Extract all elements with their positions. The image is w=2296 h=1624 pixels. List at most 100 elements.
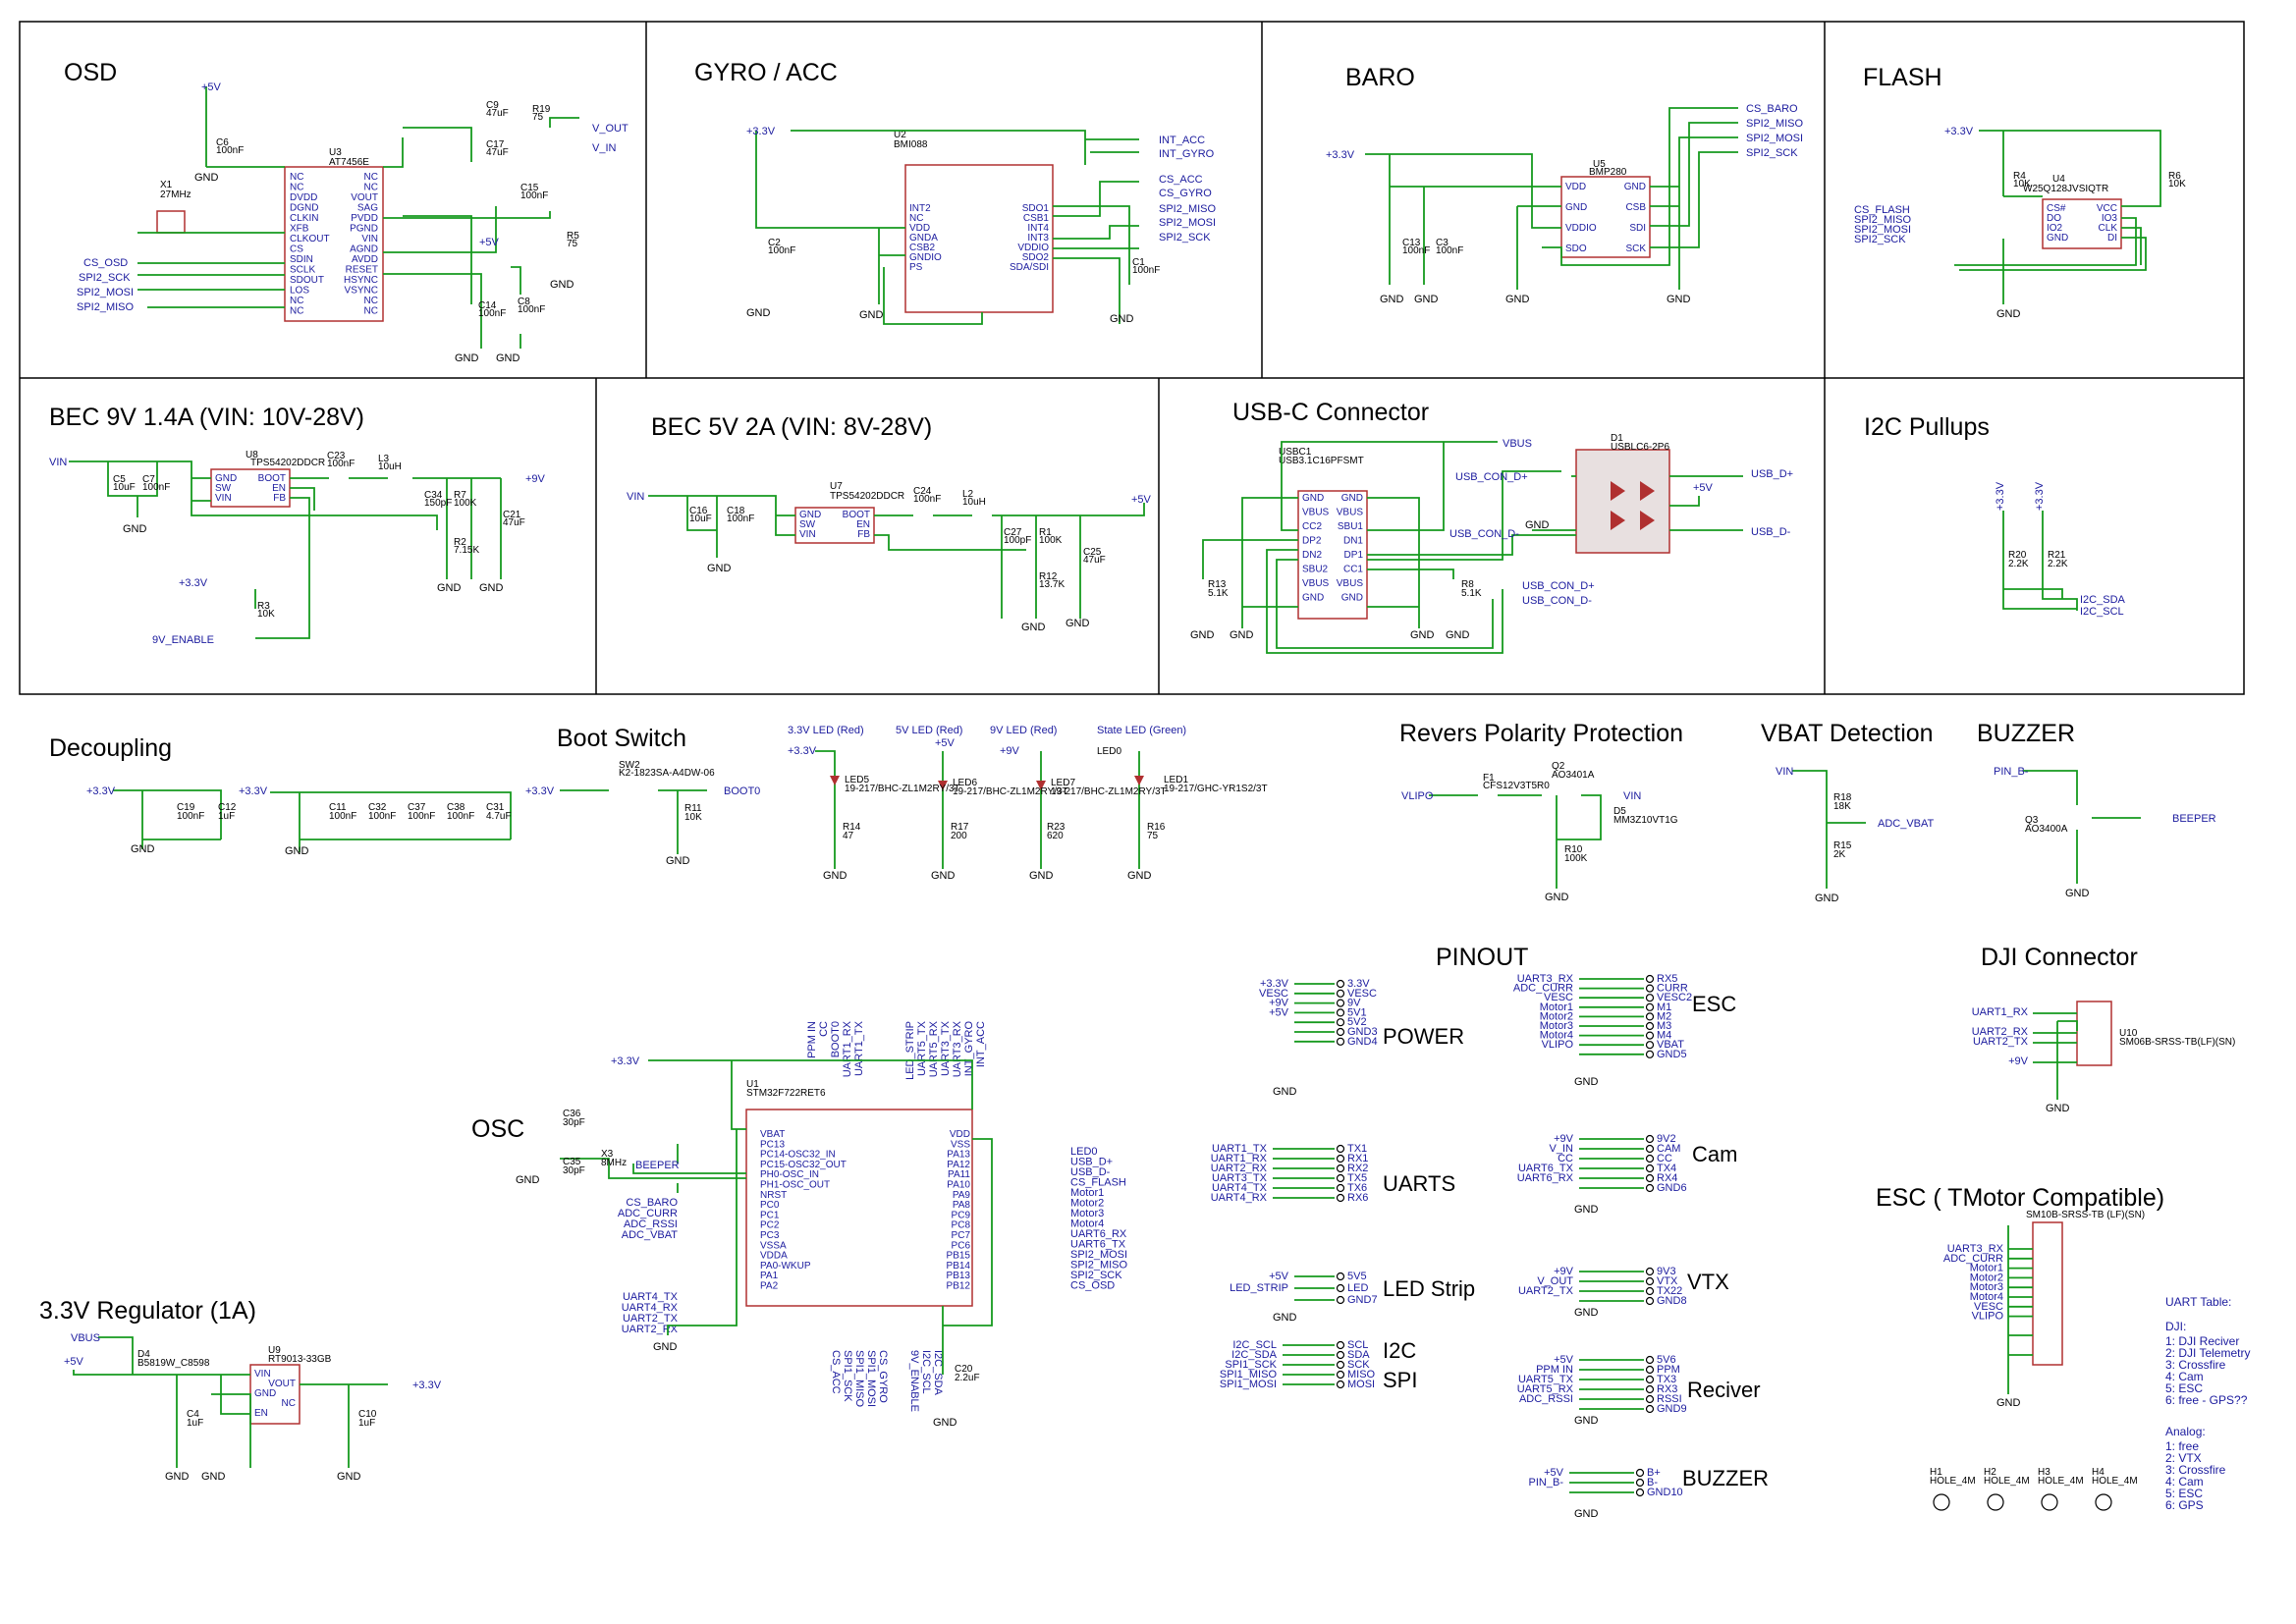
osd-pins-left: NCNCDVDDDGNDCLKINXFBCLKOUTCSSDINSCLKSDOU… bbox=[290, 172, 330, 317]
esd-diodes-icon bbox=[1611, 481, 1655, 530]
ic-pin-label: IO3 bbox=[2102, 213, 2118, 224]
v-in-net: V_IN bbox=[592, 142, 617, 154]
ic-pin-label: VOUT bbox=[268, 1379, 296, 1389]
pinout-net-label: UART2_TX bbox=[1518, 1285, 1574, 1297]
xtal-mcu-part: 8MHz bbox=[601, 1158, 627, 1168]
pinout-pin bbox=[1645, 1286, 1655, 1296]
xtal-osd-part: 27MHz bbox=[160, 189, 191, 200]
flash-gnd: GND bbox=[1996, 308, 2021, 320]
pinout-net-label: UART4_RX bbox=[1211, 1192, 1268, 1204]
pinout-net-label: Motor1 bbox=[1540, 1001, 1573, 1013]
pinout-net-label: ADC_RSSI bbox=[1519, 1393, 1573, 1405]
uart-table-row: 4: Cam bbox=[2165, 1475, 2204, 1489]
pinout-pin-label: GND3 bbox=[1347, 1026, 1378, 1038]
pinout-net-label: Motor2 bbox=[1540, 1010, 1573, 1022]
pinout-pin-label: CURR bbox=[1657, 983, 1688, 995]
ic-pin-label: VBUS bbox=[1302, 508, 1330, 518]
pinout-pin-label: M4 bbox=[1657, 1030, 1671, 1042]
pinout-net-label: SPI1_MISO bbox=[1220, 1369, 1278, 1380]
adc-vbat-net: ADC_VBAT bbox=[1878, 818, 1935, 830]
cam-gnd: GND bbox=[1574, 1204, 1599, 1216]
pinout-pin-label: 5V5 bbox=[1347, 1271, 1367, 1282]
c8-value: 100nF bbox=[518, 304, 545, 315]
c36-value: 30pF bbox=[563, 1117, 585, 1128]
mcu-net-label: Motor4 bbox=[1070, 1218, 1104, 1230]
pinout-pin-label: TX5 bbox=[1347, 1172, 1367, 1184]
ic-pin-label: VSSA bbox=[760, 1240, 787, 1251]
r23-value: 620 bbox=[1047, 831, 1064, 841]
ic-pin-label: PA13 bbox=[947, 1150, 970, 1161]
boot-section: +3.3V SW2 K2-1823SA-A4DW-06 R11 10K GND … bbox=[525, 760, 760, 867]
revpol-title: Revers Polarity Protection bbox=[1399, 720, 1683, 747]
c16-value: 10uF bbox=[689, 514, 712, 524]
pinout-net-label: UART3_RX bbox=[1517, 973, 1574, 985]
pinout-pin bbox=[1645, 1384, 1655, 1394]
dji-net-label: UART2_TX bbox=[1973, 1036, 2029, 1048]
ic-pin-label: PA12 bbox=[947, 1160, 970, 1170]
pinout-pin bbox=[1645, 994, 1655, 1002]
mcu-net-label: UART1_RX bbox=[842, 1020, 853, 1077]
baro-gnd-3: GND bbox=[1505, 294, 1530, 305]
r18-ref: R18 bbox=[1833, 792, 1852, 803]
usb-conn-ref: USBC1 bbox=[1279, 447, 1312, 458]
pinout-net-label: +9V bbox=[1554, 1266, 1574, 1277]
pinout-pin bbox=[1336, 1193, 1345, 1203]
ic-pin-label: PB12 bbox=[947, 1281, 971, 1292]
gyro-ic-part: BMI088 bbox=[894, 139, 928, 150]
usb-gnd-4: GND bbox=[1446, 629, 1470, 641]
ic-pin-label: PC7 bbox=[952, 1230, 971, 1241]
ic-pin-label: CSB1 bbox=[1023, 213, 1050, 224]
esd-part: USBLC6-2P6 bbox=[1611, 442, 1669, 453]
mcu-part: STM32F722RET6 bbox=[746, 1088, 826, 1099]
pinout-pin bbox=[1645, 1144, 1655, 1154]
c24-ref: C24 bbox=[913, 486, 932, 497]
ic-pin-label: SDI bbox=[1629, 223, 1646, 234]
pinout-pin-label: RX6 bbox=[1347, 1192, 1368, 1204]
bec9-title: BEC 9V 1.4A (VIN: 10V-28V) bbox=[49, 404, 364, 431]
hole-circle-icon bbox=[2041, 1493, 2058, 1511]
c14-ref: C14 bbox=[478, 300, 497, 311]
led9-net: +9V bbox=[1000, 745, 1020, 757]
pin-i2cspi: I2C_SCLI2C_SDASPI1_SCKSPI1_MISOSPI1_MOSI… bbox=[1220, 1339, 1376, 1390]
pinout-net-label: V_OUT bbox=[1537, 1275, 1573, 1287]
pinout-pin bbox=[1645, 1154, 1655, 1164]
pinout-pin-label: VESC bbox=[1347, 988, 1377, 1000]
group-ledstrip: LED Strip bbox=[1383, 1276, 1475, 1301]
pinout-net-label: VESC bbox=[1259, 988, 1288, 1000]
ic-pin-label: SDO2 bbox=[1022, 252, 1050, 263]
esc-gnd: GND bbox=[1574, 1076, 1599, 1088]
pinout-pin bbox=[1336, 1283, 1345, 1293]
ic-pin-label: DN2 bbox=[1302, 550, 1322, 561]
mcu-gnd-1: GND bbox=[653, 1341, 678, 1353]
pinout-pin bbox=[1336, 979, 1345, 989]
esc-conn-net-label: Motor4 bbox=[1970, 1291, 2003, 1303]
ic-pin-label: VOUT bbox=[351, 192, 378, 203]
c38-ref: C38 bbox=[447, 802, 465, 813]
mcu-net-label: Motor3 bbox=[1070, 1208, 1104, 1219]
ic-pin-label: PA2 bbox=[760, 1281, 779, 1292]
ic-pin-label: SAG bbox=[357, 203, 378, 214]
ic-pin-label: GND bbox=[215, 473, 237, 484]
hole-ref: H4 bbox=[2092, 1467, 2105, 1478]
ic-pin-label: CC2 bbox=[1302, 521, 1322, 532]
ic-pin-label: PB13 bbox=[947, 1271, 971, 1281]
bec5-5v-net: +5V bbox=[1131, 494, 1152, 506]
c24-value: 100nF bbox=[913, 494, 941, 505]
ic-pin-label: LOS bbox=[290, 286, 309, 297]
ic-pin-label: PC2 bbox=[760, 1220, 780, 1231]
group-esc: ESC bbox=[1692, 992, 1736, 1016]
ic-pin-label: PH1-OSC_OUT bbox=[760, 1180, 830, 1191]
c15-ref: C15 bbox=[520, 183, 539, 193]
ic-pin-label: RESET bbox=[346, 265, 378, 276]
bec9-ic-part: TPS54202DDCR bbox=[250, 458, 325, 468]
baro-ic-ref: U5 bbox=[1593, 159, 1606, 170]
q2-part: AO3401A bbox=[1552, 770, 1595, 781]
r1-value: 100K bbox=[1039, 535, 1063, 546]
c20-value: 2.2uF bbox=[955, 1373, 980, 1383]
